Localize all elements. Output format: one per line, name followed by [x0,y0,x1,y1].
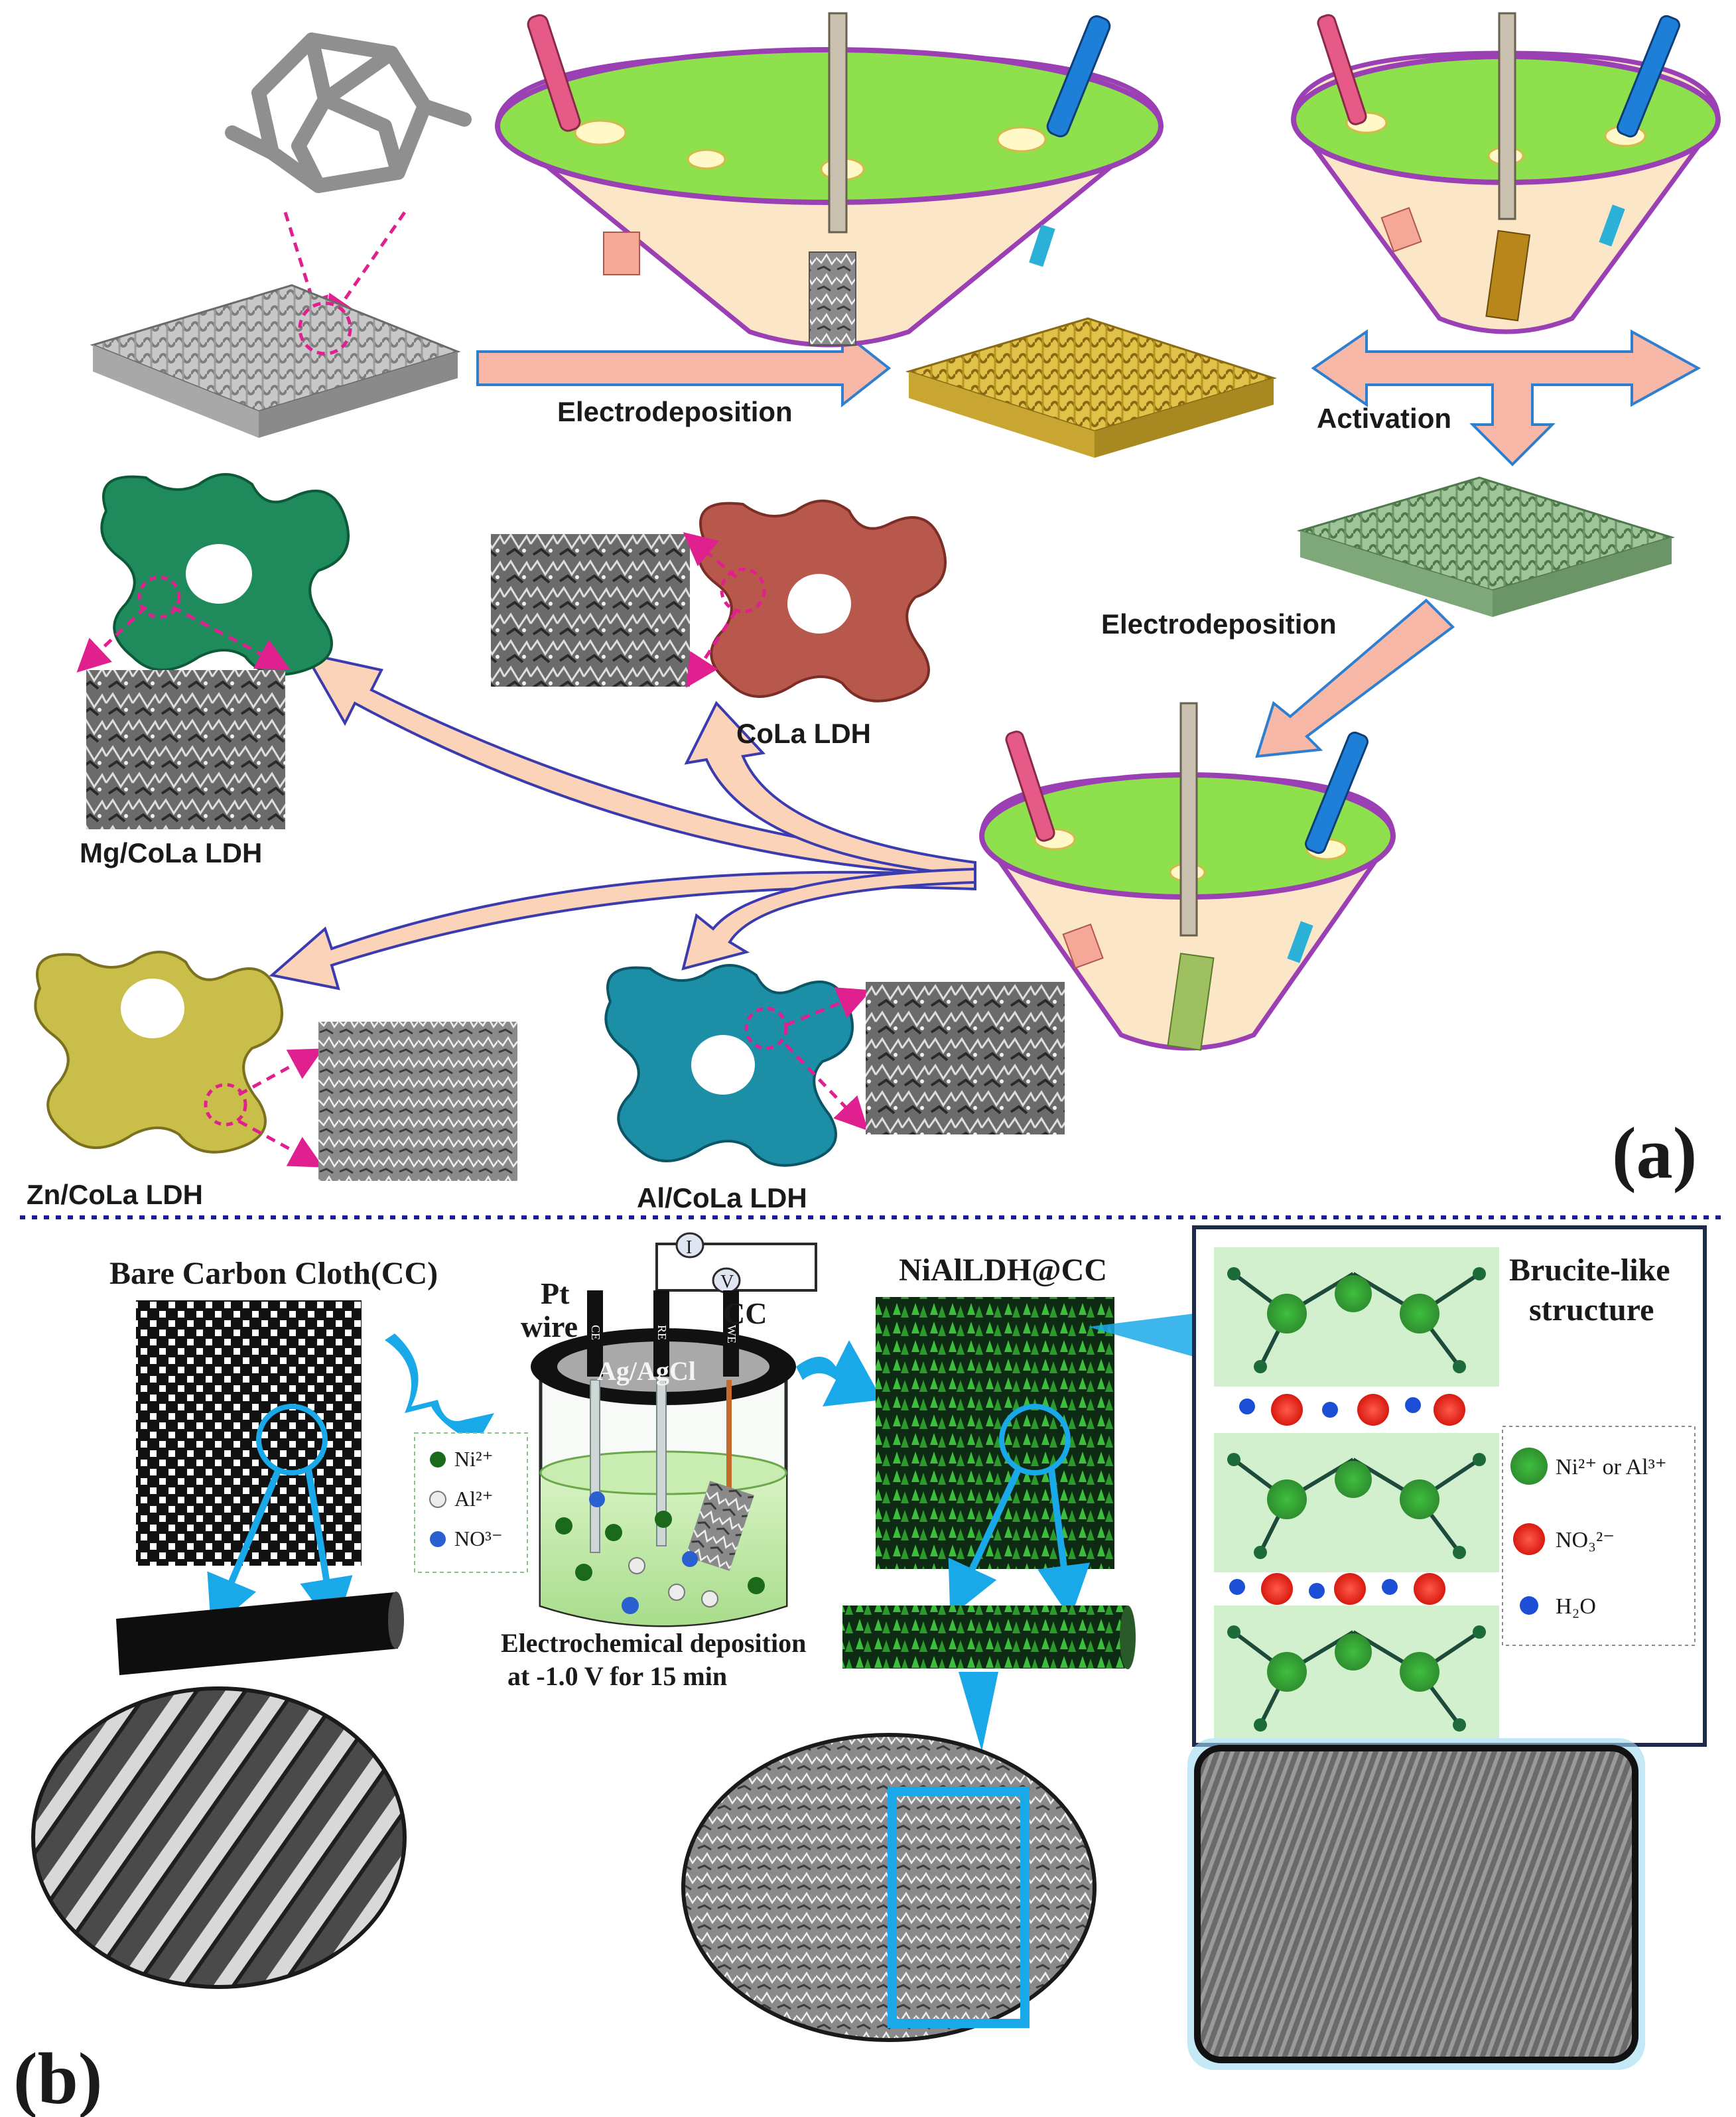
brucite-layers [1214,1247,1499,1738]
sem-image-mg [86,670,285,829]
legend-al: Al²⁺ [454,1487,493,1511]
zoom-line-nialldh-left [948,1468,1022,1617]
zoom-line-cc-right [300,1469,353,1632]
legend-no3-2: NO₃²⁻ [1556,1528,1615,1552]
legend-no3: NO³⁻ [454,1527,503,1550]
nialldh-fiber-cylinder [842,1605,1136,1669]
ion-legend [414,1432,528,1573]
no3-ion-icon [430,1531,446,1547]
nialldh-carbon-cloth [876,1297,1114,1569]
label-deposition-line1: Electrochemical deposition [501,1628,806,1658]
ammeter-icon [675,1232,704,1259]
arrow-to-mg [302,651,976,878]
zoom-line-cc-left [207,1468,282,1631]
electrodeposition-arrow-2 [1255,598,1455,758]
flow-arrow-2 [796,1340,882,1406]
cola-ldh-cluster [697,500,947,703]
label-wire: wire [521,1310,578,1343]
label-brucite-line1: Brucite-like [1509,1253,1670,1288]
zoom-circle-cc [256,1404,328,1475]
sem-image-zn [318,1022,517,1181]
distribution-arrows [269,651,976,990]
zoom-rect-sem [888,1787,1030,2028]
brucite-legend [1502,1426,1696,1646]
zoom-line-zn-top [237,1048,324,1097]
ni-al-ion-icon [1510,1448,1548,1485]
no3-icon [1513,1523,1545,1555]
electrochemical-cell-2 [1291,12,1721,334]
al-cola-ldh-cluster [604,964,854,1167]
zoom-circle [298,301,352,356]
zoom-circle-nialldh [999,1404,1071,1475]
label-we: WE [725,1325,738,1343]
label-al-cola-ldh: Al/CoLa LDH [637,1182,807,1213]
meter-i: I [686,1237,692,1258]
zn-cola-ldh-cluster [34,951,283,1154]
legend-h2o: H₂O [1556,1594,1596,1619]
al-ion-icon [429,1491,446,1508]
label-activation: Activation [1317,403,1451,434]
electrochemical-cell-1 [495,12,1164,348]
label-cc: CC [723,1296,767,1330]
zoom-line-right [324,211,407,330]
label-brucite-line2: structure [1529,1292,1654,1328]
mg-cola-ldh-cluster [100,473,350,676]
bare-carbon-cloth [136,1300,362,1566]
label-deposition-line2: at -1.0 V for 15 min [507,1661,727,1691]
label-cola-ldh: CoLa LDH [736,718,871,749]
framework-fragment-icon [225,33,472,193]
label-bare-cc: Bare Carbon Cloth(CC) [109,1256,438,1291]
label-ag-agcl: Ag/AgCl [597,1356,696,1386]
sem-image-cola [491,534,690,687]
panel-label-b: (b) [13,2038,102,2117]
label-nialldh-cc: NiAlLDH@CC [899,1253,1107,1288]
electrochemical-cell-b: I V [531,1232,817,1627]
label-electrodeposition-1: Electrodeposition [557,396,793,427]
electrochemical-cell-3 [979,702,1396,1051]
label-zn-cola-ldh: Zn/CoLa LDH [27,1179,203,1210]
zoom-line-mg-left [76,606,147,673]
zoom-line-al-bottom [785,1044,868,1131]
zoom-beam-sem [959,1672,998,1751]
sem-image-bare-cc [31,1686,407,1989]
arrow-to-cola [684,701,976,878]
label-ce: CE [589,1325,602,1340]
zoom-line-left [283,212,328,332]
legend-ni-al: Ni²⁺ or Al³⁺ [1556,1455,1667,1479]
panel-label-a: (a) [1612,1113,1697,1194]
carbon-fiber-cylinder [116,1592,404,1675]
label-mg-cola-ldh: Mg/CoLa LDH [80,837,262,868]
arrow-to-al [681,867,976,971]
label-pt: Pt [541,1276,570,1310]
label-re: RE [655,1325,669,1340]
meter-v: V [720,1272,734,1292]
gold-deposited-grid [905,317,1278,458]
ni-ion-icon [430,1452,446,1468]
green-activated-grid [1296,476,1676,617]
h2o-icon [1520,1596,1538,1615]
zoom-line-nialldh-right [1037,1469,1091,1619]
zoom-line-al-top [785,987,872,1027]
electrodeposition-arrow-1 [476,328,892,408]
gray-substrate-grid [90,284,461,438]
zoom-line-zn-bottom [237,1119,324,1168]
label-electrodeposition-2: Electrodeposition [1101,608,1337,640]
zoom-line-cola-bottom [686,609,738,688]
activation-arrow [1311,329,1702,466]
legend-ni: Ni²⁺ [454,1447,493,1471]
sem-image-al [866,982,1065,1134]
zoom-line-mg-right [171,605,291,670]
zoom-beam-brucite [1088,1314,1194,1357]
hrtem-image [1187,1738,1645,2070]
